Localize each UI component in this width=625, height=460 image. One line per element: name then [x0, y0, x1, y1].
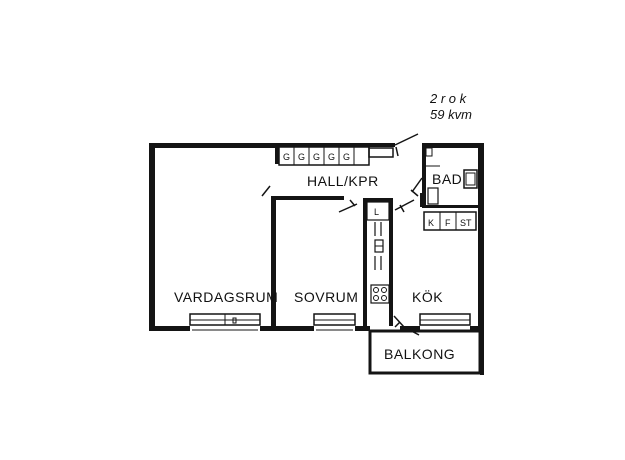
hall-wardrobes: G G G G G: [278, 146, 394, 166]
kitchen-k-label: K: [428, 218, 434, 228]
kitchen-st-label: ST: [460, 218, 472, 228]
vardagsrum-label: VARDAGSRUM: [174, 289, 278, 305]
wardrobe-mark-3: G: [313, 152, 320, 162]
bathroom-fixtures: [425, 147, 478, 205]
balcony: [368, 329, 482, 375]
sovrum-label: SOVRUM: [294, 289, 358, 305]
area-text: 59 kvm: [430, 107, 472, 122]
pantry-label: L: [374, 207, 379, 217]
wardrobe-mark-4: G: [328, 152, 335, 162]
balkong-label: BALKONG: [384, 346, 455, 362]
kitchen-f-label: F: [445, 218, 451, 228]
wardrobe-mark-2: G: [298, 152, 305, 162]
hall-label: HALL/KPR: [307, 173, 379, 189]
wardrobe-mark-1: G: [283, 152, 290, 162]
outer-walls: [149, 143, 484, 375]
kitchen-appliances: K F ST: [423, 211, 477, 231]
wardrobe-mark-5: G: [343, 152, 350, 162]
kitchen-counter: L: [366, 201, 390, 304]
doors: [261, 133, 423, 336]
bad-label: BAD: [432, 171, 462, 187]
kok-label: KÖK: [412, 288, 443, 305]
interior-walls: [271, 143, 480, 326]
windows: [189, 313, 471, 331]
room-count-text: 2 r o k: [429, 91, 468, 106]
